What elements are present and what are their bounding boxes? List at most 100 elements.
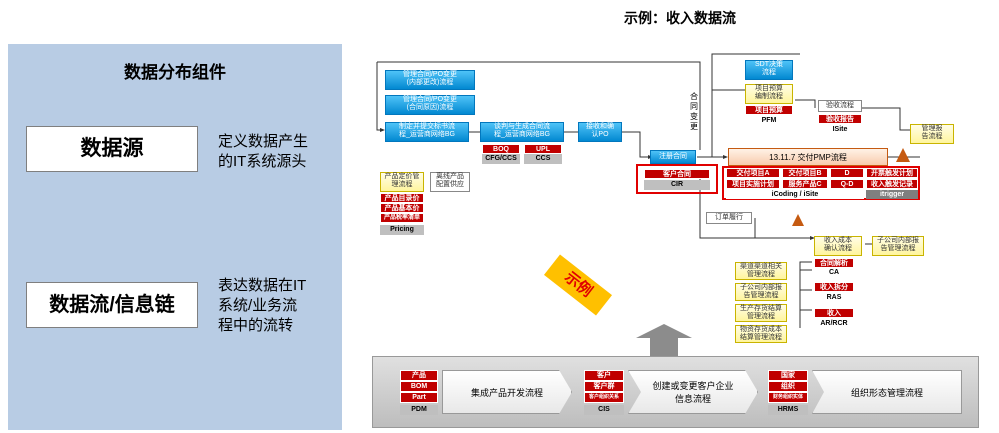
left-panel: 数据分布组件 数据源 定义数据产生 的IT系统源头 数据流/信息链 表达数据在I… xyxy=(8,44,342,430)
process-other-2[interactable]: 子公司内部报 告管理流程 xyxy=(735,283,787,301)
tag-deliv-a: 交付项目A xyxy=(726,168,780,178)
warning-triangle-icon xyxy=(792,214,804,226)
tag-product-price: 产品基本价 xyxy=(380,203,424,213)
tag-ar-rcr: AR/RCR xyxy=(814,319,854,329)
process-mgmt-contract-change-contract[interactable]: 管理合同/PO变更 (合同原因)流程 xyxy=(385,95,475,115)
tag-hrms-entity: 财务组织实体 xyxy=(768,392,808,403)
process-label: 管理流程 xyxy=(747,271,775,278)
tag-boq: BOQ xyxy=(482,144,520,154)
data-flow-desc-line3: 程中的流转 xyxy=(218,317,294,334)
process-revenue-cost[interactable]: 收入成本 确认流程 xyxy=(814,236,862,256)
diagram-title: 示例：收入数据流 xyxy=(624,10,736,26)
tag-product-catalog: 产品目录价 xyxy=(380,193,424,203)
process-label: 验收流程 xyxy=(826,102,854,109)
process-label: 接收和确 xyxy=(586,123,614,130)
data-source-desc: 定义数据产生 的IT系统源头 xyxy=(218,132,338,172)
process-label: 离线产品 xyxy=(436,173,464,180)
process-label: 流程 xyxy=(762,69,776,76)
data-source-desc-line1: 定义数据产生 xyxy=(218,133,309,150)
process-sdt[interactable]: SDT决策 流程 xyxy=(745,60,793,80)
process-label: 集成产品开发流程 xyxy=(470,387,543,398)
process-label: 管理流程 xyxy=(747,313,775,320)
process-label: 确认流程 xyxy=(824,245,852,252)
process-label: 告管理流程 xyxy=(743,292,779,299)
tag-hrms-org: 组织 xyxy=(768,381,808,392)
process-receive-contract[interactable]: 接收和确 认PO xyxy=(578,122,622,142)
process-product-config[interactable]: 产品定价管 理流程 xyxy=(380,172,424,192)
data-source-box: 数据源 xyxy=(26,126,198,172)
up-arrow-shaft xyxy=(650,338,678,356)
tag-pdm-part: Part xyxy=(400,392,438,403)
process-label: 管理报 xyxy=(921,125,943,132)
process-label: 谈判与生成合同流 xyxy=(494,123,550,130)
process-subsidiary-report[interactable]: 子公司内部报 告管理流程 xyxy=(872,236,924,256)
tag-revenue-split: 收入拆分 xyxy=(814,282,854,292)
warning-triangle-icon xyxy=(896,148,910,162)
process-label: 产品定价管 xyxy=(384,173,420,180)
process-label: 告流程 xyxy=(921,133,943,140)
tag-pdm: PDM xyxy=(400,405,438,415)
delivery-pmp-box[interactable]: 13.11.7 交付PMP流程 xyxy=(728,148,888,166)
process-label: 管理合同/PO变更 xyxy=(402,71,458,78)
process-register-contract[interactable]: 注册合同 xyxy=(650,150,696,164)
tag-customer-contract: 客户合同 xyxy=(644,169,710,179)
data-flow-desc-line2: 系统/业务流 xyxy=(218,297,298,314)
process-other-4[interactable]: 物资存货成本 结算管理流程 xyxy=(735,325,787,343)
tag-contract-parse: 合同解析 xyxy=(814,258,854,268)
tag-deliv-b: 交付项目B xyxy=(782,168,828,178)
process-label: 订单履行 xyxy=(715,214,743,221)
tag-ca: CA xyxy=(814,268,854,278)
process-contract-review[interactable]: 谈判与生成合同流 程_运营商网络BG xyxy=(480,122,564,142)
process-customer-info[interactable]: 创建或变更客户企业 信息流程 xyxy=(628,370,758,414)
tag-ras: RAS xyxy=(814,293,854,303)
tag-cis-customer: 客户 xyxy=(584,370,624,381)
tag-deliv-d: D xyxy=(830,168,864,178)
tag-revenue: 收入 xyxy=(814,308,854,318)
data-flow-box: 数据流/信息链 xyxy=(26,282,198,328)
tag-project-budget: 项目预算 xyxy=(745,105,793,115)
process-label: 理流程 xyxy=(391,181,413,188)
process-plan-bid[interactable]: 制定并提交标书流 程_运营商网络BG xyxy=(385,122,469,142)
up-arrow-icon xyxy=(636,324,692,338)
process-label: 渠道渠道相关 xyxy=(740,263,782,270)
process-project-budget[interactable]: 项目预算 编制流程 xyxy=(745,84,793,104)
tag-proj-actual: 项目实施计划 xyxy=(726,179,780,189)
tag-revenue-trigger: 收入触发记录 xyxy=(866,179,918,189)
process-order-fulfil[interactable]: 订单履行 xyxy=(706,212,752,224)
data-source-desc-line2: 的IT系统源头 xyxy=(218,153,307,170)
process-label: 制定并提交标书流 xyxy=(399,123,455,130)
tag-hrms: HRMS xyxy=(768,405,808,415)
tag-invoice-plan: 开票触发计划 xyxy=(866,168,918,178)
process-other-3[interactable]: 生产存货结算 管理流程 xyxy=(735,304,787,322)
process-other-1[interactable]: 渠道渠道相关 管理流程 xyxy=(735,262,787,280)
delivery-tags-box xyxy=(722,166,920,200)
process-label: 告管理流程 xyxy=(880,245,916,252)
panel-title: 数据分布组件 xyxy=(124,63,226,82)
process-label: 组织形态管理流程 xyxy=(850,387,923,398)
process-label: 管理合同/PO变更 xyxy=(402,96,458,103)
tag-cir: CIR xyxy=(644,180,710,190)
process-org-management[interactable]: 组织形态管理流程 xyxy=(812,370,962,414)
tag-pdm-product: 产品 xyxy=(400,370,438,381)
tag-pdm-bom: BOM xyxy=(400,381,438,392)
process-acceptance[interactable]: 验收流程 xyxy=(818,100,862,112)
tag-cis: CIS xyxy=(584,405,624,415)
process-manage-report[interactable]: 管理报 告流程 xyxy=(910,124,954,144)
data-flow-label: 数据流/信息链 xyxy=(49,294,175,316)
tag-itrigger: itrigger xyxy=(866,190,918,199)
process-integrated-product-dev[interactable]: 集成产品开发流程 xyxy=(442,370,572,414)
process-label: (合同原因)流程 xyxy=(406,104,454,111)
tag-pfm: PFM xyxy=(745,116,793,126)
process-mgmt-contract-change-internal[interactable]: 管理合同/PO变更 (内部更改)流程 xyxy=(385,70,475,90)
data-source-label: 数据源 xyxy=(80,137,144,160)
process-label: SDT决策 xyxy=(755,61,783,68)
tag-qd: Q-D xyxy=(830,179,864,189)
tag-icoding: iCoding / iSite xyxy=(726,190,864,199)
process-label: 子公司内部报 xyxy=(740,284,782,291)
process-label: 项目预算 xyxy=(755,85,783,92)
tag-service-c: 服务产品C xyxy=(782,179,828,189)
tag-cfg-ccs: CFG/CCS xyxy=(482,154,520,164)
tag-hrms-country: 国家 xyxy=(768,370,808,381)
process-quote[interactable]: 离线产品 配置供应 xyxy=(430,172,470,192)
tag-isite: ISite xyxy=(818,125,862,135)
